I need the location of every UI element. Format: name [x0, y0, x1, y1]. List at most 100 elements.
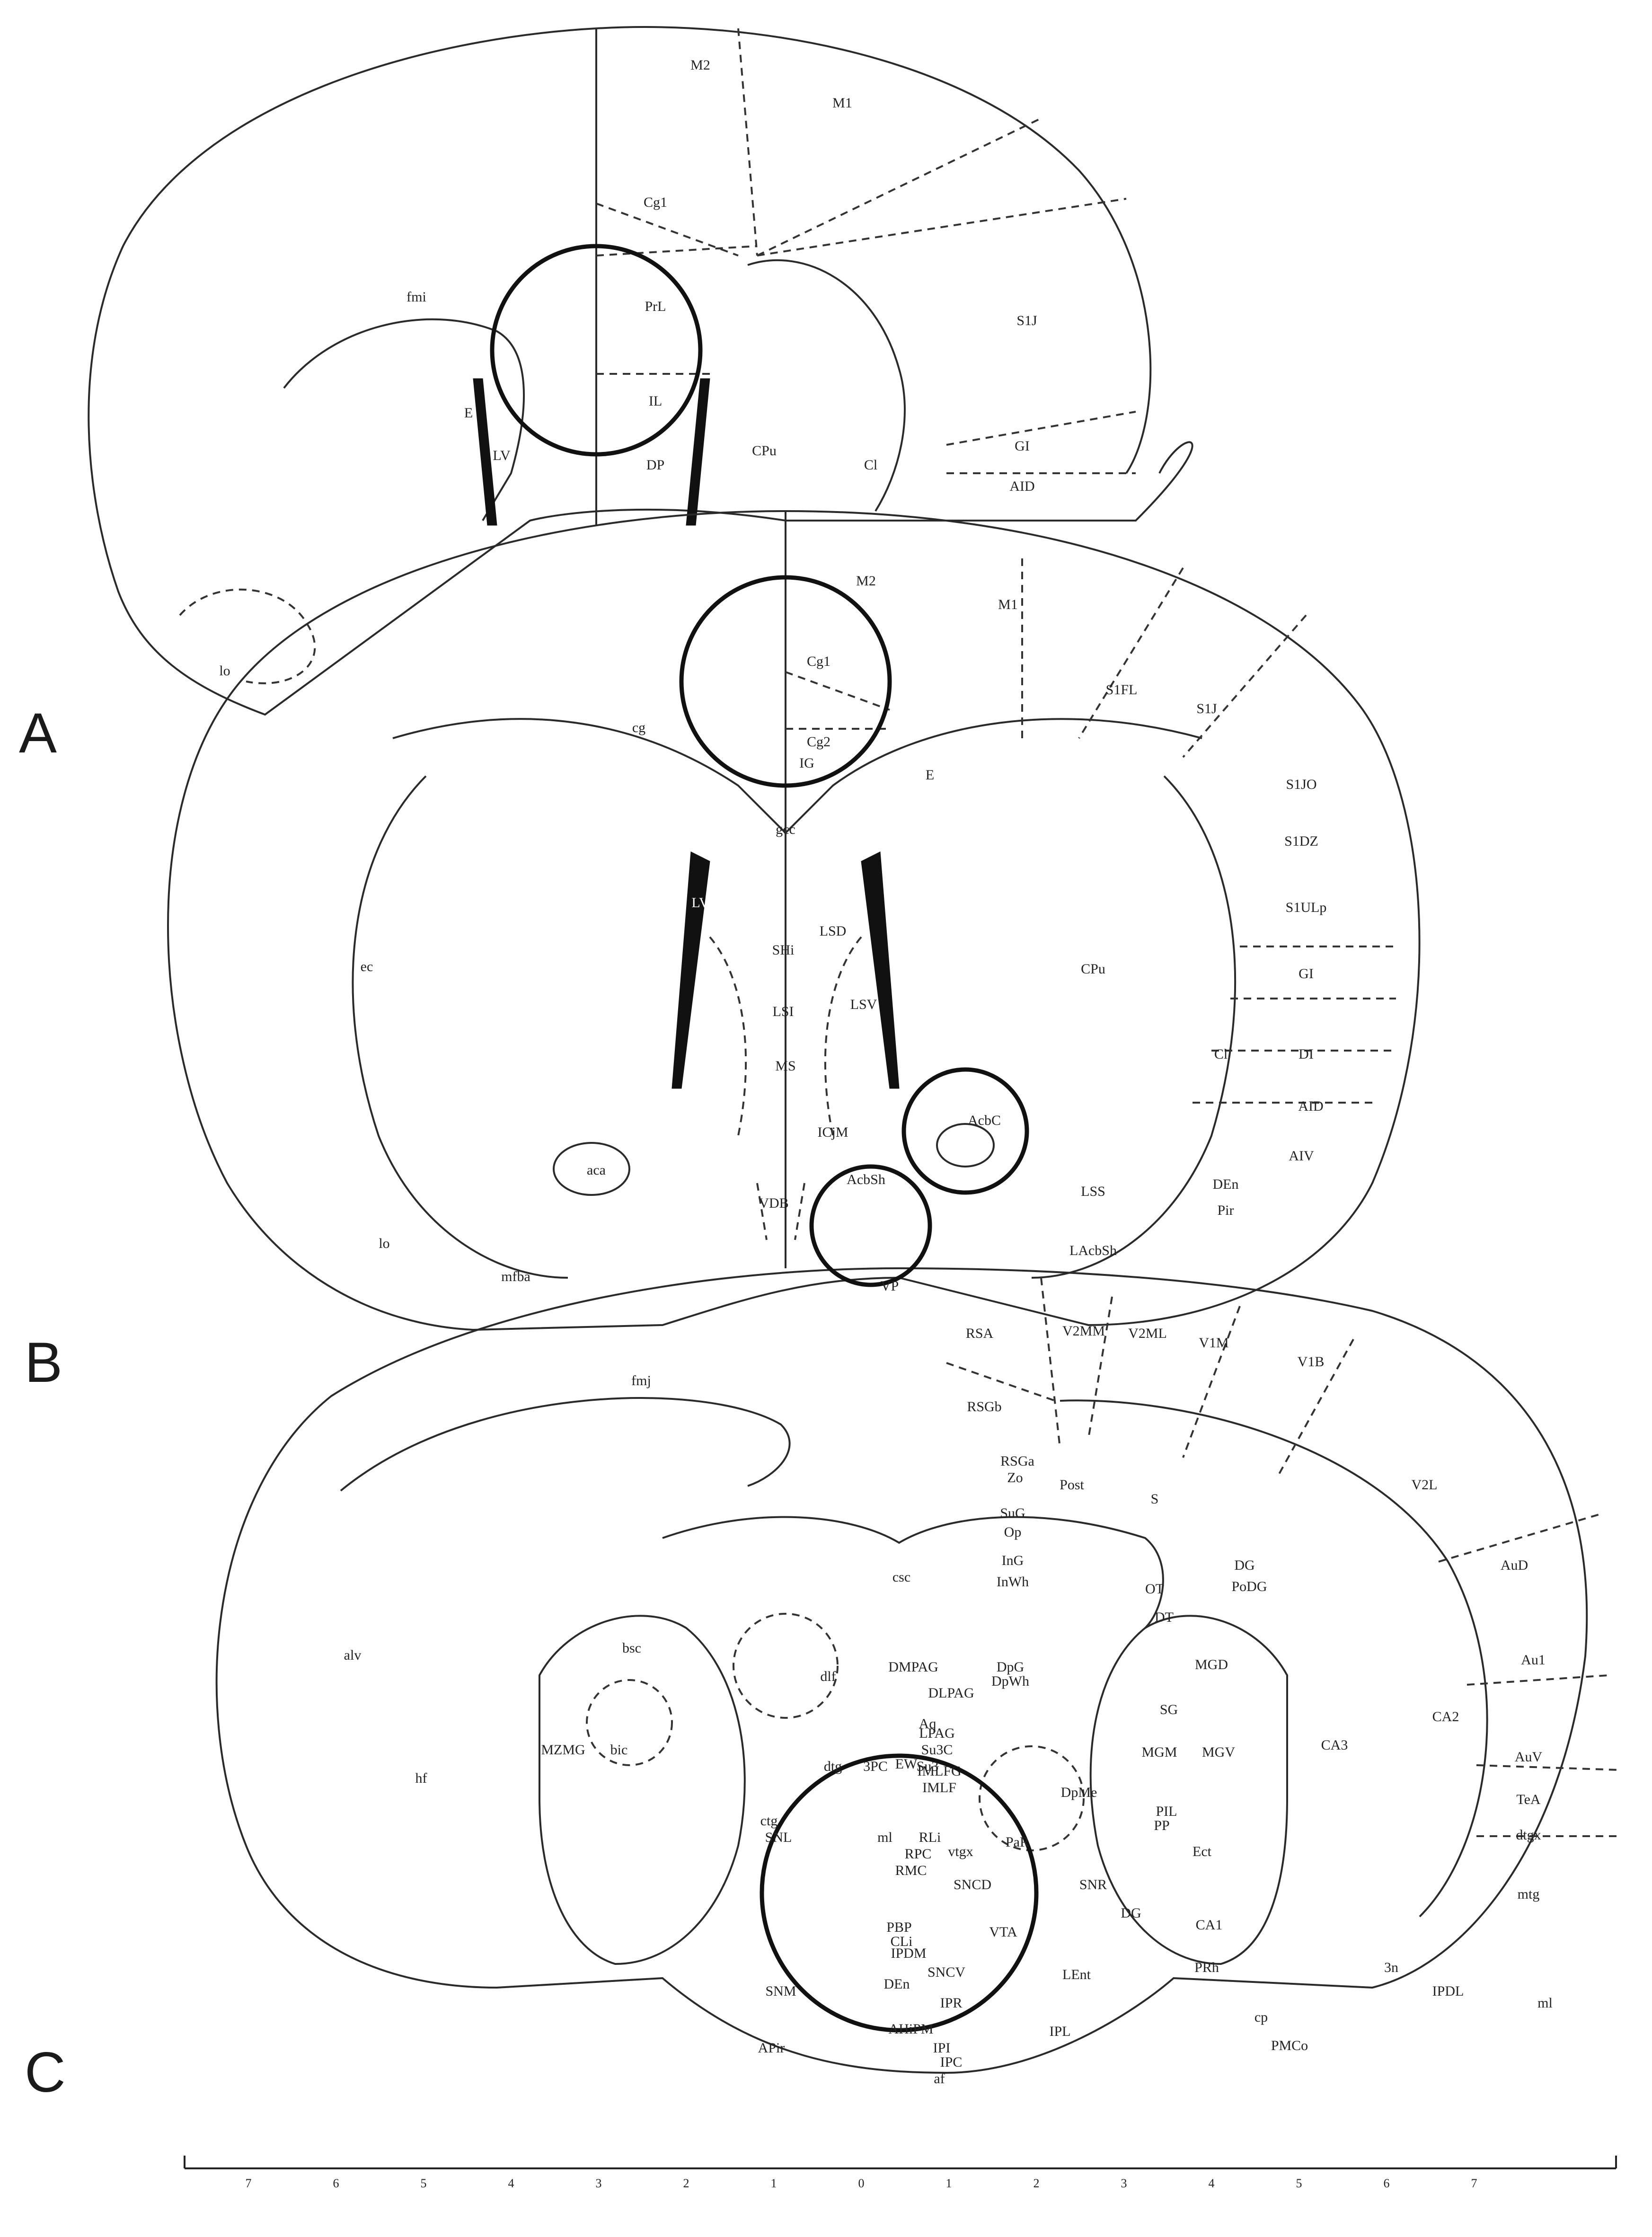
region-label-b-vdb: VDB — [759, 1195, 788, 1211]
scale-tick-label: 7 — [1471, 2176, 1477, 2190]
region-label-c-pbp: PBP — [886, 1919, 911, 1935]
region-label-c-ipr: IPR — [940, 1995, 963, 2011]
region-label-c-rsa: RSA — [966, 1326, 994, 1341]
region-label-c-3n: 3n — [1384, 1960, 1398, 1975]
highlight-rings — [490, 244, 1039, 2033]
region-label-c-ctg: ctg — [760, 1813, 778, 1829]
region-label-c-s: S — [1151, 1491, 1159, 1507]
region-label-c-ml: ml — [877, 1830, 892, 1845]
region-label-c-bsc: bsc — [622, 1640, 641, 1656]
region-label-c-ipi: IPI — [933, 2040, 951, 2056]
region-label-b-cg1: Cg1 — [807, 654, 830, 669]
region-label-a-lo: lo — [219, 663, 230, 679]
region-label-c-apir: APir — [758, 2040, 785, 2056]
region-label-c-dpwh: DpWh — [991, 1673, 1029, 1689]
region-label-a-m2: M2 — [690, 57, 710, 73]
region-label-c-mgm: MGM — [1141, 1744, 1177, 1760]
region-label-c-alv: alv — [344, 1647, 362, 1663]
region-label-c-par: PaR — [1006, 1834, 1029, 1850]
scale-tick-label: 3 — [1121, 2176, 1127, 2190]
region-label-c-v2l: V2L — [1412, 1477, 1438, 1493]
scale-tick-label: 4 — [1209, 2176, 1215, 2190]
region-label-b-mfba: mfba — [501, 1269, 530, 1284]
region-label-c-au1: Au1 — [1521, 1652, 1546, 1668]
region-label-c-rsga: RSGa — [1000, 1453, 1034, 1469]
panel-letter-b: B — [25, 1331, 63, 1394]
region-label-c-dg: DG — [1121, 1905, 1141, 1921]
region-label-b-lss: LSS — [1081, 1184, 1105, 1199]
region-label-b-lo: lo — [379, 1236, 389, 1251]
region-label-c-snm: SNM — [765, 1983, 796, 1999]
region-label-c-ipdl: IPDL — [1432, 1983, 1464, 1999]
region-label-b-acbsh: AcbSh — [847, 1172, 885, 1187]
region-label-c-dpme: DpMe — [1061, 1785, 1097, 1800]
region-label-c-v1m: V1M — [1199, 1335, 1228, 1351]
region-label-b-s1dz: S1DZ — [1284, 833, 1318, 849]
region-label-c-auv: AuV — [1515, 1749, 1543, 1765]
ring-vta — [760, 1753, 1039, 2033]
region-label-c-3pc: 3PC — [863, 1759, 888, 1774]
region-label-c-ml: ml — [1537, 1995, 1553, 2011]
ring-acbsh — [809, 1164, 932, 1287]
region-label-c-dmpag: DMPAG — [888, 1659, 938, 1675]
region-label-b-gcc: gcc — [776, 822, 795, 837]
region-label-b-aid: AID — [1298, 1098, 1323, 1114]
region-label-c-sg: SG — [1160, 1702, 1178, 1717]
region-label-c-pp: PP — [1154, 1818, 1169, 1833]
region-label-c-vtgx: vtgx — [948, 1844, 973, 1859]
region-label-b-cl: Cl — [1214, 1046, 1228, 1062]
region-label-b-lv: LV — [691, 895, 709, 911]
scale-tick-label: 2 — [1034, 2176, 1040, 2190]
scale-tick-label: 5 — [1296, 2176, 1302, 2190]
region-labels: M2M1Cg1PrLILfmiELVDPCPuS1JClGIAIDloM2M1S… — [219, 57, 1553, 2087]
region-label-b-s1jo: S1JO — [1286, 777, 1316, 792]
region-label-c-v1b: V1B — [1298, 1354, 1325, 1370]
region-label-c-ahipm: AHiPM — [888, 2021, 933, 2037]
region-label-c-dlpag: DLPAG — [928, 1685, 974, 1701]
region-label-b-acbc: AcbC — [968, 1113, 1001, 1128]
scale-tick-label: 2 — [683, 2176, 689, 2190]
region-label-c-mtg: mtg — [1518, 1886, 1540, 1902]
region-label-c-ipc: IPC — [940, 2054, 963, 2070]
region-label-b-s1j: S1J — [1196, 701, 1217, 716]
region-label-b-ec: ec — [361, 959, 373, 974]
region-label-a-s1j: S1J — [1016, 313, 1037, 328]
region-label-b-cg: cg — [632, 720, 645, 735]
region-label-c-pmco: PMCo — [1271, 2038, 1308, 2053]
region-label-c-pil: PIL — [1156, 1804, 1177, 1819]
region-label-c-snr: SNR — [1079, 1877, 1107, 1892]
region-label-c-rsgb: RSGb — [967, 1399, 1001, 1415]
region-label-c-dg: DG — [1234, 1557, 1254, 1573]
region-label-a-cg1: Cg1 — [644, 195, 667, 210]
region-label-c-fmj: fmj — [631, 1373, 651, 1388]
region-label-a-il: IL — [649, 393, 662, 409]
region-label-c-ect: Ect — [1193, 1844, 1212, 1859]
scale-tick-label: 0 — [858, 2176, 865, 2190]
region-label-c-dlf: dlf — [820, 1669, 836, 1684]
ring-prl — [490, 244, 703, 457]
region-label-b-lacbsh: LAcbSh — [1069, 1243, 1117, 1258]
region-label-c-v2ml: V2ML — [1128, 1326, 1167, 1341]
region-label-c-sncd: SNCD — [954, 1877, 991, 1892]
scale-tick-label: 6 — [333, 2176, 339, 2190]
region-label-c-rpc: RPC — [905, 1846, 932, 1862]
region-label-a-fmi: fmi — [406, 289, 426, 305]
section-b — [167, 510, 1421, 1331]
section-c — [215, 1267, 1619, 2074]
region-label-c-ipl: IPL — [1050, 2024, 1071, 2039]
region-label-c-imlfg: IMLFG — [917, 1763, 961, 1779]
region-label-b-cg2: Cg2 — [807, 734, 830, 750]
region-label-c-inwh: InWh — [997, 1574, 1029, 1590]
region-label-c-mzmg: MZMG — [541, 1742, 585, 1758]
scale-tick-label: 5 — [421, 2176, 427, 2190]
section-a — [88, 26, 1193, 716]
scale-tick-label: 3 — [596, 2176, 602, 2190]
region-label-b-lsd: LSD — [820, 923, 847, 939]
region-label-b-shi: SHi — [772, 942, 795, 958]
region-label-c-podg: PoDG — [1231, 1579, 1267, 1594]
region-label-a-lv: LV — [493, 448, 511, 463]
region-label-c-cli: CLi — [891, 1934, 913, 1949]
region-label-b-ig: IG — [799, 755, 814, 771]
